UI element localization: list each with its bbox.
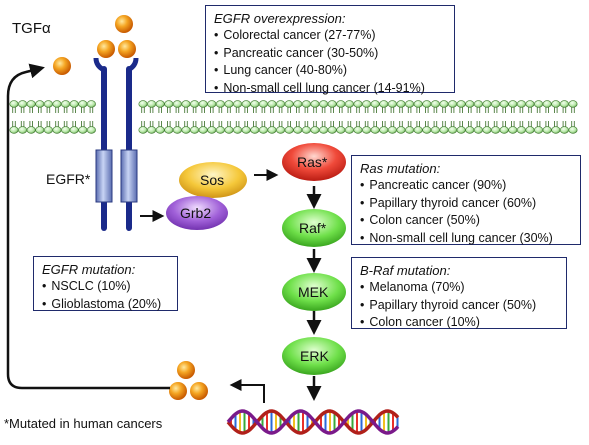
list-item: Non-small cell lung cancer (30%) xyxy=(360,230,574,248)
egfr-label: EGFR* xyxy=(46,171,91,187)
list-item: Colorectal cancer (27-77%) xyxy=(214,27,448,45)
braf-mutation-box: B-Raf mutation: Melanoma (70%) Papillary… xyxy=(351,257,567,329)
grb2-label: Grb2 xyxy=(180,205,212,221)
mek-node xyxy=(282,273,346,311)
list-item: Colon cancer (10%) xyxy=(360,314,560,332)
egfr-overexpression-box: EGFR overexpression: Colorectal cancer (… xyxy=(205,5,455,95)
secreted-ligand-icon xyxy=(169,361,208,400)
braf-mutation-title: B-Raf mutation: xyxy=(360,263,451,278)
egfr-overexpression-title: EGFR overexpression: xyxy=(214,11,346,26)
erk-label: ERK xyxy=(300,348,329,364)
tgf-alpha-ligand-icon xyxy=(53,15,136,75)
egfr-receptor-icon xyxy=(93,57,139,231)
list-item: Pancreatic cancer (90%) xyxy=(360,177,574,195)
ras-label: Ras* xyxy=(297,154,328,170)
egfr-mutation-title: EGFR mutation: xyxy=(42,262,136,277)
list-item: Glioblastoma (20%) xyxy=(42,296,171,314)
transcription-output-arrow xyxy=(229,379,265,403)
list-item: Papillary thyroid cancer (60%) xyxy=(360,195,574,213)
mek-label: MEK xyxy=(298,284,329,300)
sos-label: Sos xyxy=(200,172,225,188)
list-item: Lung cancer (40-80%) xyxy=(214,62,448,80)
list-item: NSCLC (10%) xyxy=(42,278,171,296)
ras-mutation-box: Ras mutation: Pancreatic cancer (90%) Pa… xyxy=(351,155,581,245)
tgf-alpha-label: TGFα xyxy=(12,20,51,37)
list-item: Pancreatic cancer (30-50%) xyxy=(214,45,448,63)
list-item: Melanoma (70%) xyxy=(360,279,560,297)
grb2-node xyxy=(166,196,228,230)
footnote: *Mutated in human cancers xyxy=(4,416,163,431)
raf-node xyxy=(282,209,346,247)
list-item: Non-small cell lung cancer (14-91%) xyxy=(214,80,448,98)
dna-helix-icon xyxy=(226,409,400,435)
erk-node xyxy=(282,337,346,375)
ras-mutation-title: Ras mutation: xyxy=(360,161,441,176)
autocrine-loop-arrow xyxy=(6,63,170,390)
sos-node xyxy=(179,162,247,198)
list-item: Papillary thyroid cancer (50%) xyxy=(360,297,560,315)
cell-membrane xyxy=(9,100,578,134)
ras-node xyxy=(282,143,346,181)
list-item: Colon cancer (50%) xyxy=(360,212,574,230)
egfr-mutation-box: EGFR mutation: NSCLC (10%) Glioblastoma … xyxy=(33,256,178,311)
raf-label: Raf* xyxy=(299,220,327,236)
